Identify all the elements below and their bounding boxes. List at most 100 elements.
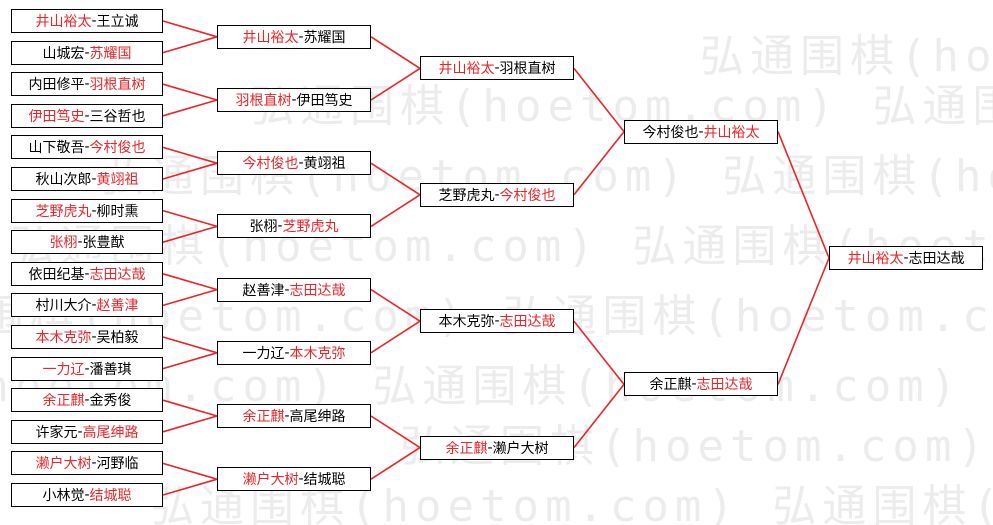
match-separator: - <box>698 123 704 140</box>
player-b: 今村俊也 <box>89 140 146 157</box>
match-box-r4: 今村俊也-井山裕太 <box>624 119 778 144</box>
bracket-connector <box>370 194 421 228</box>
bracket-connector <box>777 257 830 385</box>
bracket-connector <box>162 462 218 480</box>
player-a: 濑户大树 <box>242 472 299 489</box>
match-separator: - <box>298 155 304 172</box>
match-separator: - <box>298 28 304 45</box>
match-separator: - <box>84 44 90 61</box>
match-separator: - <box>494 313 500 330</box>
bracket-connector <box>162 225 218 243</box>
bracket-connector <box>162 415 218 433</box>
bracket-connector <box>370 162 421 196</box>
player-b: 苏耀国 <box>303 29 346 46</box>
match-box-r3: 余正麒-濑户大树 <box>420 435 574 460</box>
match-separator: - <box>284 344 290 361</box>
match-box-r3: 井山裕太-羽根直树 <box>420 56 574 81</box>
player-a: 山城宏 <box>42 45 85 62</box>
bracket-connector <box>162 36 218 54</box>
match-box-r2: 赵善津-志田达哉 <box>217 277 371 302</box>
player-a: 今村俊也 <box>642 124 699 141</box>
bracket-connector <box>370 67 421 101</box>
match-separator: - <box>84 487 90 503</box>
match-box-r1: 山下敬吾-今村俊也 <box>11 135 163 160</box>
player-a: 羽根直树 <box>235 93 292 109</box>
match-box-r1: 本木克弥-吴柏毅 <box>11 325 163 349</box>
match-box-r1: 依田纪基-志田达哉 <box>11 261 163 286</box>
match-separator: - <box>291 92 297 108</box>
match-box-r4: 余正麒-志田达哉 <box>624 372 778 397</box>
match-box-r3: 芝野虎丸-今村俊也 <box>420 182 574 207</box>
player-a: 余正麒 <box>242 409 285 425</box>
bracket-connector <box>162 478 218 496</box>
player-b: 志田达哉 <box>499 314 556 331</box>
player-a: 一力辽 <box>242 345 285 362</box>
player-a: 秋山次郎 <box>35 172 92 188</box>
player-a: 村川大介 <box>35 298 92 315</box>
player-b: 赵善津 <box>96 298 139 315</box>
player-b: 濑户大树 <box>492 440 549 457</box>
player-b: 潘善琪 <box>89 361 132 378</box>
match-separator: - <box>91 297 97 314</box>
match-separator: - <box>91 455 97 472</box>
player-a: 内田修平 <box>28 77 85 94</box>
match-separator: - <box>284 408 290 424</box>
bracket-connector <box>162 20 218 38</box>
player-b: 羽根直树 <box>499 61 556 78</box>
player-a: 今村俊也 <box>242 156 299 173</box>
player-b: 伊田笃史 <box>296 93 353 109</box>
player-b: 张豊猷 <box>82 235 125 252</box>
player-a: 余正麒 <box>649 377 692 394</box>
player-b: 井山裕太 <box>703 124 760 141</box>
match-separator: - <box>84 107 90 124</box>
match-box-r2: 今村俊也-黄翊祖 <box>217 151 371 176</box>
bracket-connector <box>573 67 625 133</box>
match-separator: - <box>77 234 83 251</box>
match-box-r1: 一力辽-潘善琪 <box>11 356 163 381</box>
player-b: 河野临 <box>96 456 139 473</box>
match-box-r2: 一力辽-本木克弥 <box>217 340 371 365</box>
player-a: 伊田笃史 <box>28 108 85 125</box>
match-separator: - <box>487 439 493 456</box>
player-b: 高尾绅路 <box>289 409 346 425</box>
bracket-connector <box>162 83 218 101</box>
match-box-r1: 张栩-张豊猷 <box>11 230 163 255</box>
bracket-connector <box>573 320 625 385</box>
match-box-r2: 濑户大树-结城聪 <box>217 467 371 492</box>
bracket-connector <box>777 131 830 259</box>
player-a: 芝野虎丸 <box>438 187 495 204</box>
match-box-r1: 井山裕太-王立诚 <box>11 9 163 33</box>
match-separator: - <box>494 60 500 77</box>
match-separator: - <box>691 376 697 393</box>
match-box-r1: 村川大介-赵善津 <box>11 293 163 318</box>
bracket-connector <box>370 36 421 70</box>
player-a: 本木克弥 <box>35 330 92 346</box>
player-b: 结城聪 <box>89 488 132 504</box>
player-b: 吴柏毅 <box>96 330 139 346</box>
match-box-r3: 本木克弥-志田达哉 <box>420 309 574 334</box>
match-separator: - <box>277 218 283 235</box>
player-a: 井山裕太 <box>242 29 299 46</box>
bracket-connector <box>162 146 218 164</box>
bracket-connector <box>162 352 218 370</box>
match-separator: - <box>84 360 90 377</box>
match-separator: - <box>91 202 97 219</box>
match-box-r1: 内田修平-羽根直树 <box>11 72 163 97</box>
match-box-r1: 余正麒-金秀俊 <box>11 388 163 413</box>
match-separator: - <box>903 250 909 266</box>
match-box-r1: 山城宏-苏耀国 <box>11 40 163 65</box>
player-b: 三谷哲也 <box>89 108 146 125</box>
bracket-connector <box>573 383 625 449</box>
bracket-connector <box>162 288 218 307</box>
player-a: 山下敬吾 <box>28 140 85 157</box>
match-box-r1: 秋山次郎-黄翊祖 <box>11 167 163 191</box>
bracket-connector <box>370 415 421 449</box>
bracket-connector <box>162 336 218 354</box>
bracket-connector <box>370 288 421 322</box>
match-separator: - <box>91 13 97 29</box>
player-a: 许家元 <box>35 424 78 441</box>
player-b: 苏耀国 <box>89 45 132 62</box>
bracket-connector <box>162 99 218 117</box>
player-b: 柳时熏 <box>96 203 139 220</box>
